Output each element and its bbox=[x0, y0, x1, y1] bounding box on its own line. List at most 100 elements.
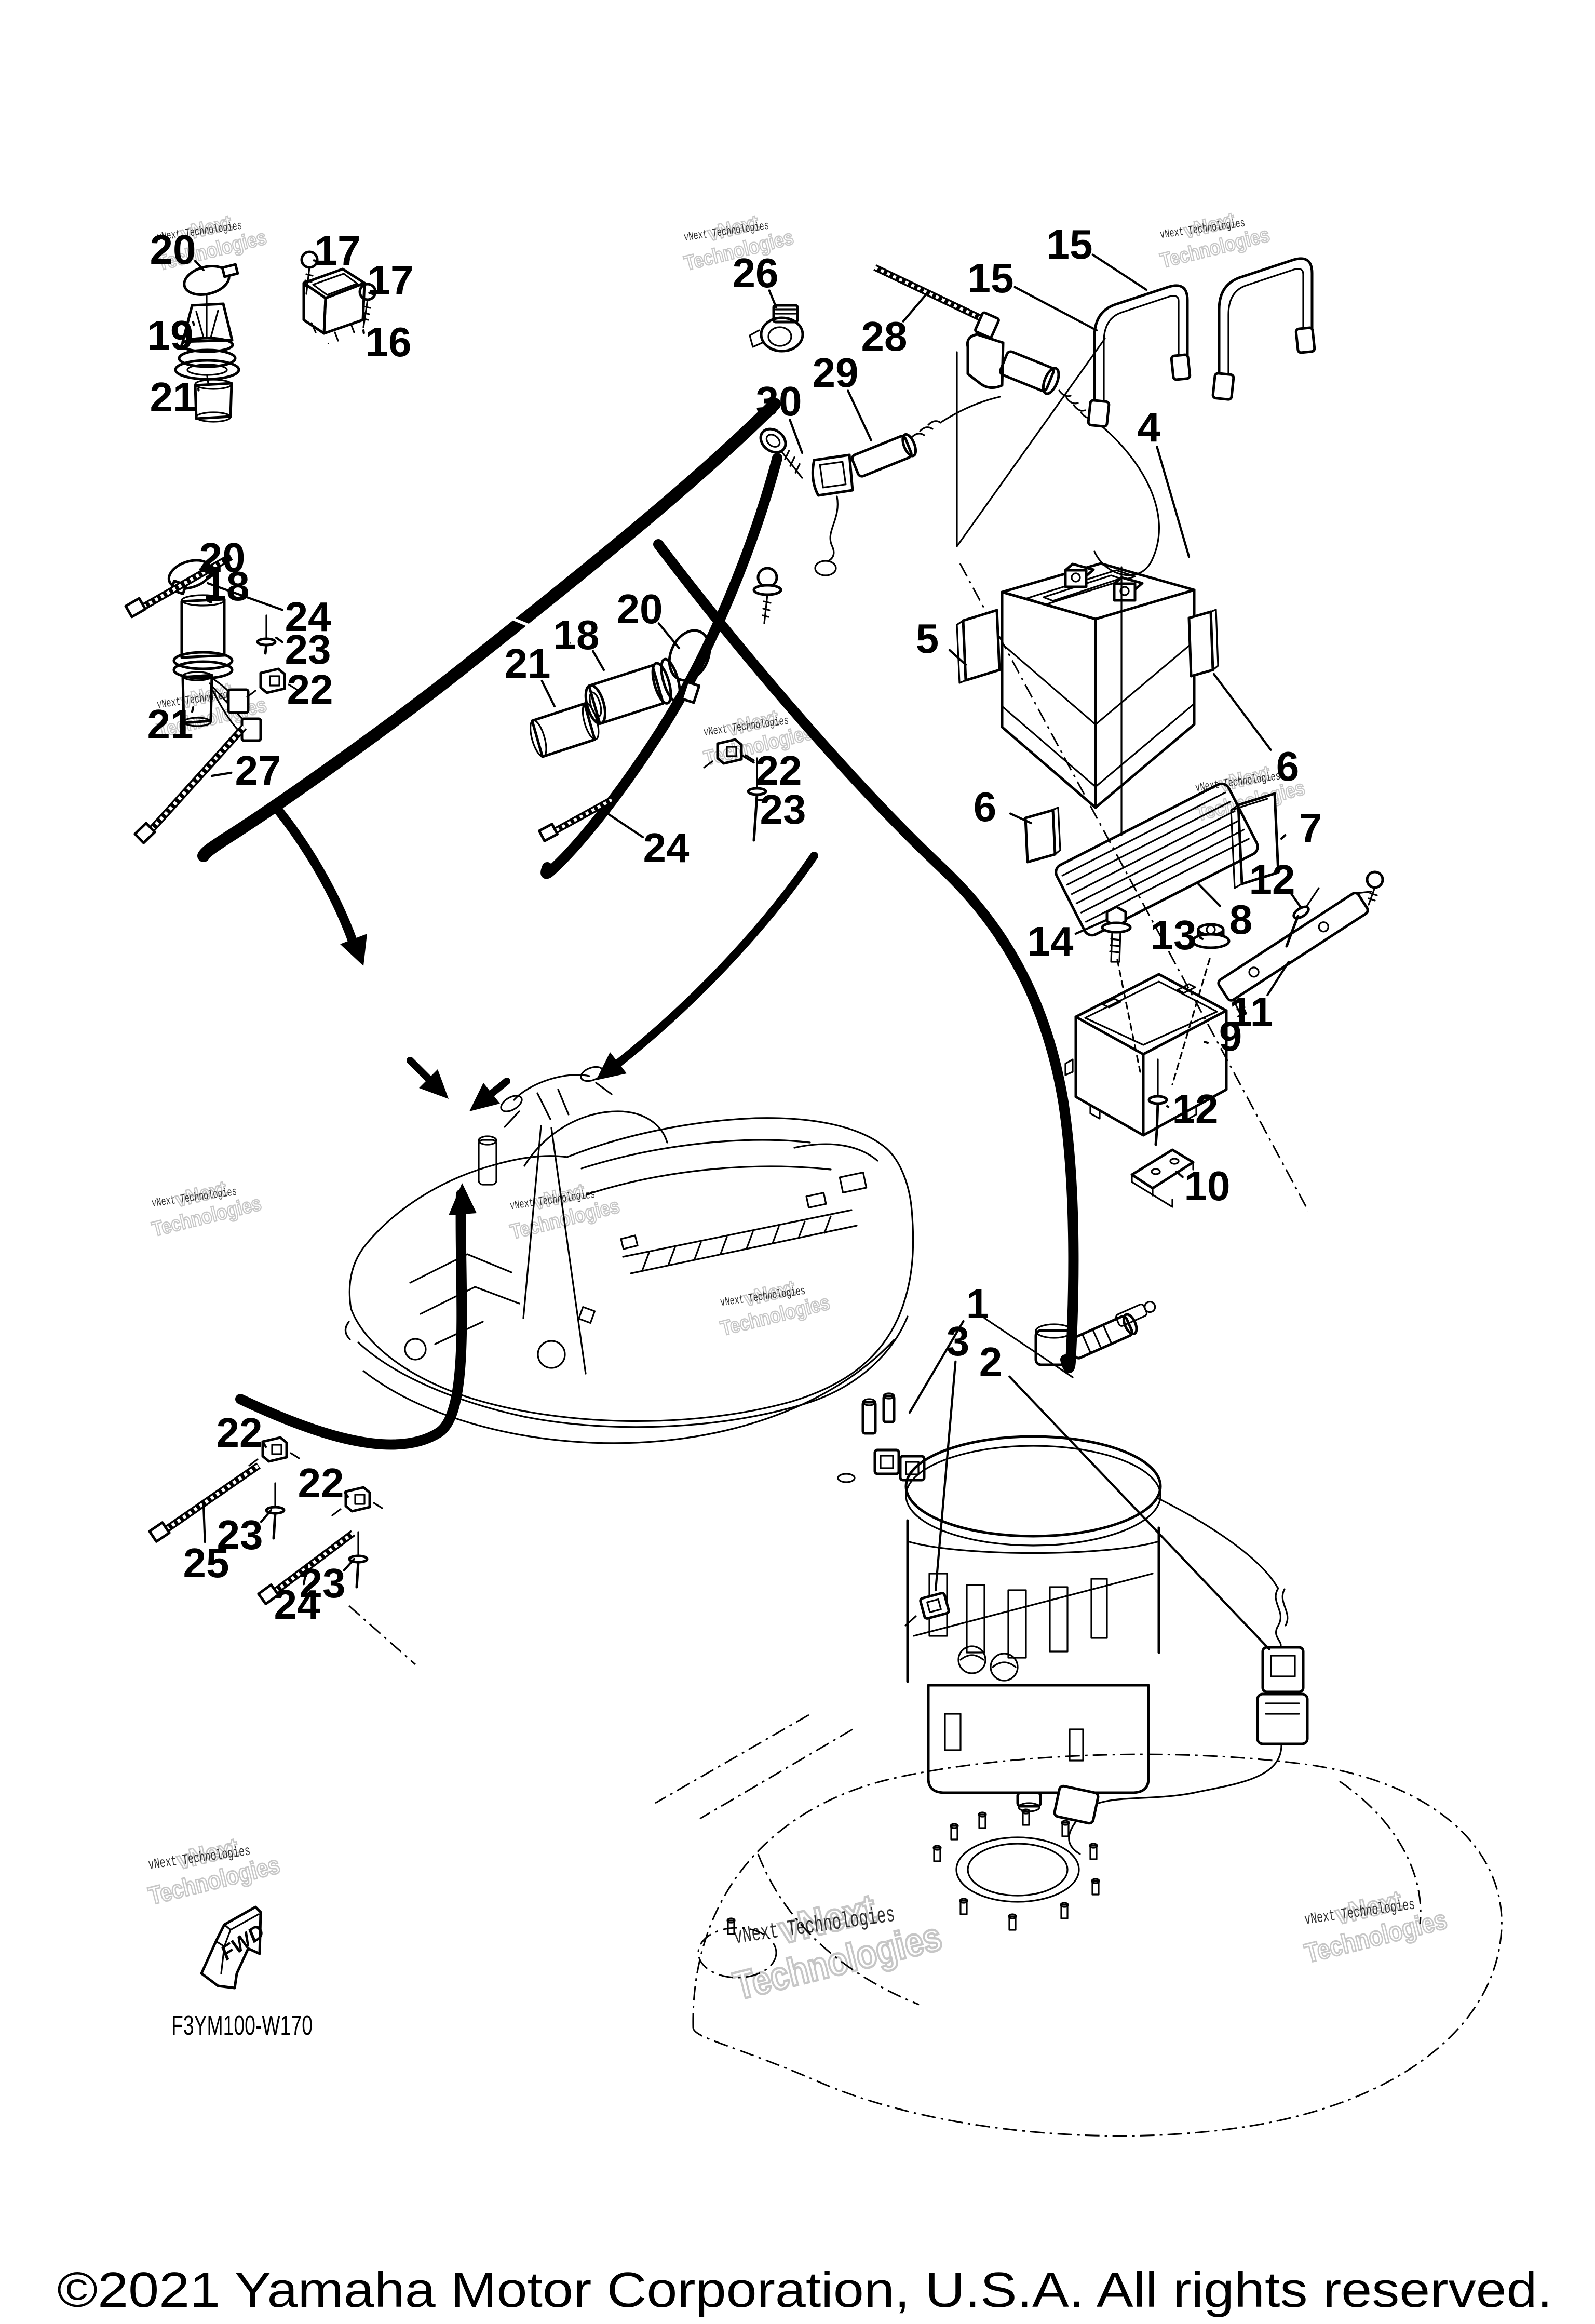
part-clip-22a bbox=[246, 667, 298, 698]
callout-28: 28 bbox=[861, 290, 930, 359]
fwd-arrow: FWD bbox=[200, 1905, 268, 1990]
part-code: F3YM100-W170 bbox=[171, 2010, 313, 2041]
callout-30: 30 bbox=[756, 378, 804, 454]
part-battery-strap-15b bbox=[1211, 257, 1316, 401]
callout-27: 27 bbox=[210, 747, 281, 794]
arrowhead-icon bbox=[340, 934, 367, 966]
callout-leader bbox=[591, 650, 605, 671]
part-clip-22d bbox=[331, 1486, 383, 1516]
part-bolt-14 bbox=[1101, 905, 1132, 963]
callout-number: 1 bbox=[966, 1281, 990, 1327]
pump-socket bbox=[899, 1455, 926, 1482]
part-tube-21a bbox=[194, 375, 233, 423]
callout-leader bbox=[1204, 1041, 1209, 1044]
callout-number: 16 bbox=[366, 319, 412, 365]
callout-number: 6 bbox=[1276, 743, 1300, 789]
part-rivet-23d bbox=[348, 1531, 369, 1589]
callout-leader bbox=[192, 320, 195, 326]
callout-12: 12 bbox=[1166, 1086, 1219, 1132]
callout-leader bbox=[1091, 253, 1148, 291]
callout-24: 24 bbox=[206, 582, 331, 640]
callout-number: 5 bbox=[916, 615, 939, 662]
callout-24: 24 bbox=[274, 1563, 320, 1628]
part-pad-5 bbox=[956, 609, 1001, 684]
part-hose-clamp-20c bbox=[668, 629, 711, 704]
part-tube-18a bbox=[172, 594, 234, 680]
callout-leader bbox=[194, 260, 205, 272]
arrowhead-icon bbox=[449, 1183, 477, 1215]
callout-leader bbox=[1074, 919, 1107, 935]
callout-leader bbox=[1290, 892, 1303, 909]
callout-17: 17 bbox=[313, 227, 360, 274]
callout-22: 22 bbox=[741, 747, 802, 794]
callout-number: 26 bbox=[733, 250, 779, 296]
callout-leader bbox=[1156, 446, 1191, 558]
callout-number: 13 bbox=[1151, 912, 1197, 958]
callout-number: 20 bbox=[617, 586, 663, 632]
callout-15: 15 bbox=[1047, 221, 1148, 291]
callout-leader bbox=[344, 1491, 349, 1498]
part-pad-6-left bbox=[1024, 807, 1061, 864]
callout-number: 6 bbox=[974, 784, 997, 830]
part-battery-strap-15a bbox=[1087, 284, 1192, 428]
callout-leader bbox=[1199, 936, 1204, 941]
callout-leader bbox=[768, 289, 778, 309]
callout-22: 22 bbox=[283, 666, 333, 713]
callout-number: 9 bbox=[1219, 1013, 1242, 1059]
part-flanged-screw bbox=[752, 567, 782, 624]
callout-leader bbox=[1175, 1170, 1184, 1178]
part-clip-22b bbox=[703, 738, 755, 769]
part-clamp-3 bbox=[904, 1592, 950, 1627]
callout-15: 15 bbox=[968, 255, 1098, 332]
part-pad-6-right bbox=[1187, 609, 1219, 678]
callout-number: 15 bbox=[968, 255, 1014, 301]
callout-leader bbox=[902, 290, 930, 323]
battery-terminal bbox=[1064, 562, 1095, 588]
grouping-swooshes bbox=[197, 398, 1079, 1450]
callout-18: 18 bbox=[204, 563, 250, 609]
callout-number: 29 bbox=[813, 350, 859, 396]
part-bracket-10 bbox=[1130, 1148, 1195, 1208]
callout-number: 27 bbox=[235, 747, 281, 794]
part-tube-21b bbox=[529, 702, 600, 758]
callout-leader bbox=[343, 1557, 356, 1572]
part-clip-22c bbox=[248, 1436, 300, 1467]
copyright-text: ©2021 Yamaha Motor Corporation, U.S.A. A… bbox=[57, 2262, 1552, 2318]
callout-number: 22 bbox=[217, 1409, 263, 1456]
callout-number: 2 bbox=[979, 1339, 1003, 1385]
arrowhead-icon bbox=[469, 1083, 500, 1111]
callout-1-bracket-line bbox=[983, 1317, 1074, 1378]
callout-8: 8 bbox=[1197, 882, 1253, 943]
callout-6: 6 bbox=[974, 784, 1033, 830]
part-rivet-12b bbox=[1147, 1058, 1168, 1146]
callout-19: 19 bbox=[147, 312, 195, 358]
callout-26: 26 bbox=[733, 250, 779, 309]
callout-number: 8 bbox=[1229, 896, 1253, 943]
callout-leader bbox=[948, 649, 967, 666]
callout-number: 21 bbox=[147, 701, 194, 747]
pump-fitting bbox=[1068, 1313, 1138, 1360]
callout-number: 22 bbox=[287, 666, 333, 713]
callout-number: 12 bbox=[1249, 856, 1295, 903]
callout-leader bbox=[1212, 673, 1272, 751]
callout-leader bbox=[202, 1503, 206, 1543]
part-battery-tray-8 bbox=[1055, 782, 1259, 937]
part-screw-11 bbox=[1366, 870, 1384, 906]
callout-leader bbox=[1266, 960, 1290, 997]
callout-number: 7 bbox=[1299, 805, 1322, 851]
callout-25: 25 bbox=[183, 1503, 229, 1586]
callout-20: 20 bbox=[199, 534, 246, 581]
callout-number: 30 bbox=[756, 378, 802, 424]
callout-number: 12 bbox=[1172, 1086, 1219, 1132]
callout-leader bbox=[1280, 834, 1287, 840]
part-cable-tie-27 bbox=[133, 724, 247, 844]
part-tube-18b bbox=[584, 657, 681, 726]
callout-leader bbox=[206, 582, 283, 611]
callout-23: 23 bbox=[758, 786, 806, 832]
callout-4: 4 bbox=[1138, 404, 1191, 558]
callout-number: 17 bbox=[368, 257, 414, 303]
callout-9: 9 bbox=[1204, 1013, 1242, 1059]
